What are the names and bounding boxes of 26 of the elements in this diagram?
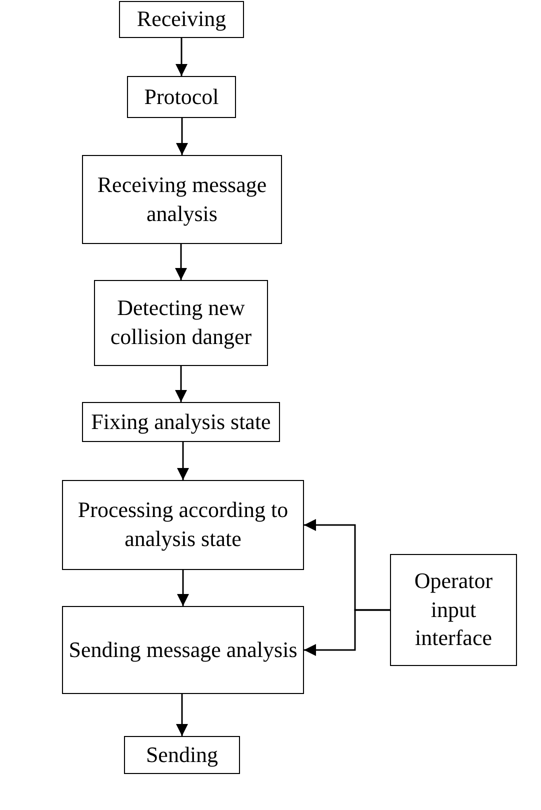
process-box (62, 606, 304, 694)
box-label: Fixing analysis state (91, 408, 271, 436)
box-label: Receiving (136, 5, 226, 34)
arrow (176, 118, 188, 155)
process-box (62, 480, 304, 570)
process-box (82, 155, 282, 244)
arrow (176, 694, 188, 736)
arrow (177, 442, 189, 480)
box-label: Operator input interface (413, 567, 494, 652)
box-label: Sending message analysis (68, 636, 298, 664)
arrow (177, 570, 189, 606)
process-box (94, 280, 268, 366)
process-box (119, 1, 244, 38)
process-box (390, 554, 517, 666)
box-label: Protocol (144, 82, 219, 111)
arrow (175, 244, 187, 280)
process-box (124, 736, 240, 774)
process-box (82, 402, 280, 442)
arrow (304, 609, 390, 656)
process-box (127, 76, 236, 118)
box-label: Sending (146, 740, 218, 769)
box-label: Receiving message analysis (96, 170, 268, 228)
box-label: Detecting new collision danger (109, 294, 253, 351)
box-label: Processing according to analysis state (76, 496, 290, 553)
arrow (175, 366, 187, 402)
arrow (176, 38, 188, 76)
